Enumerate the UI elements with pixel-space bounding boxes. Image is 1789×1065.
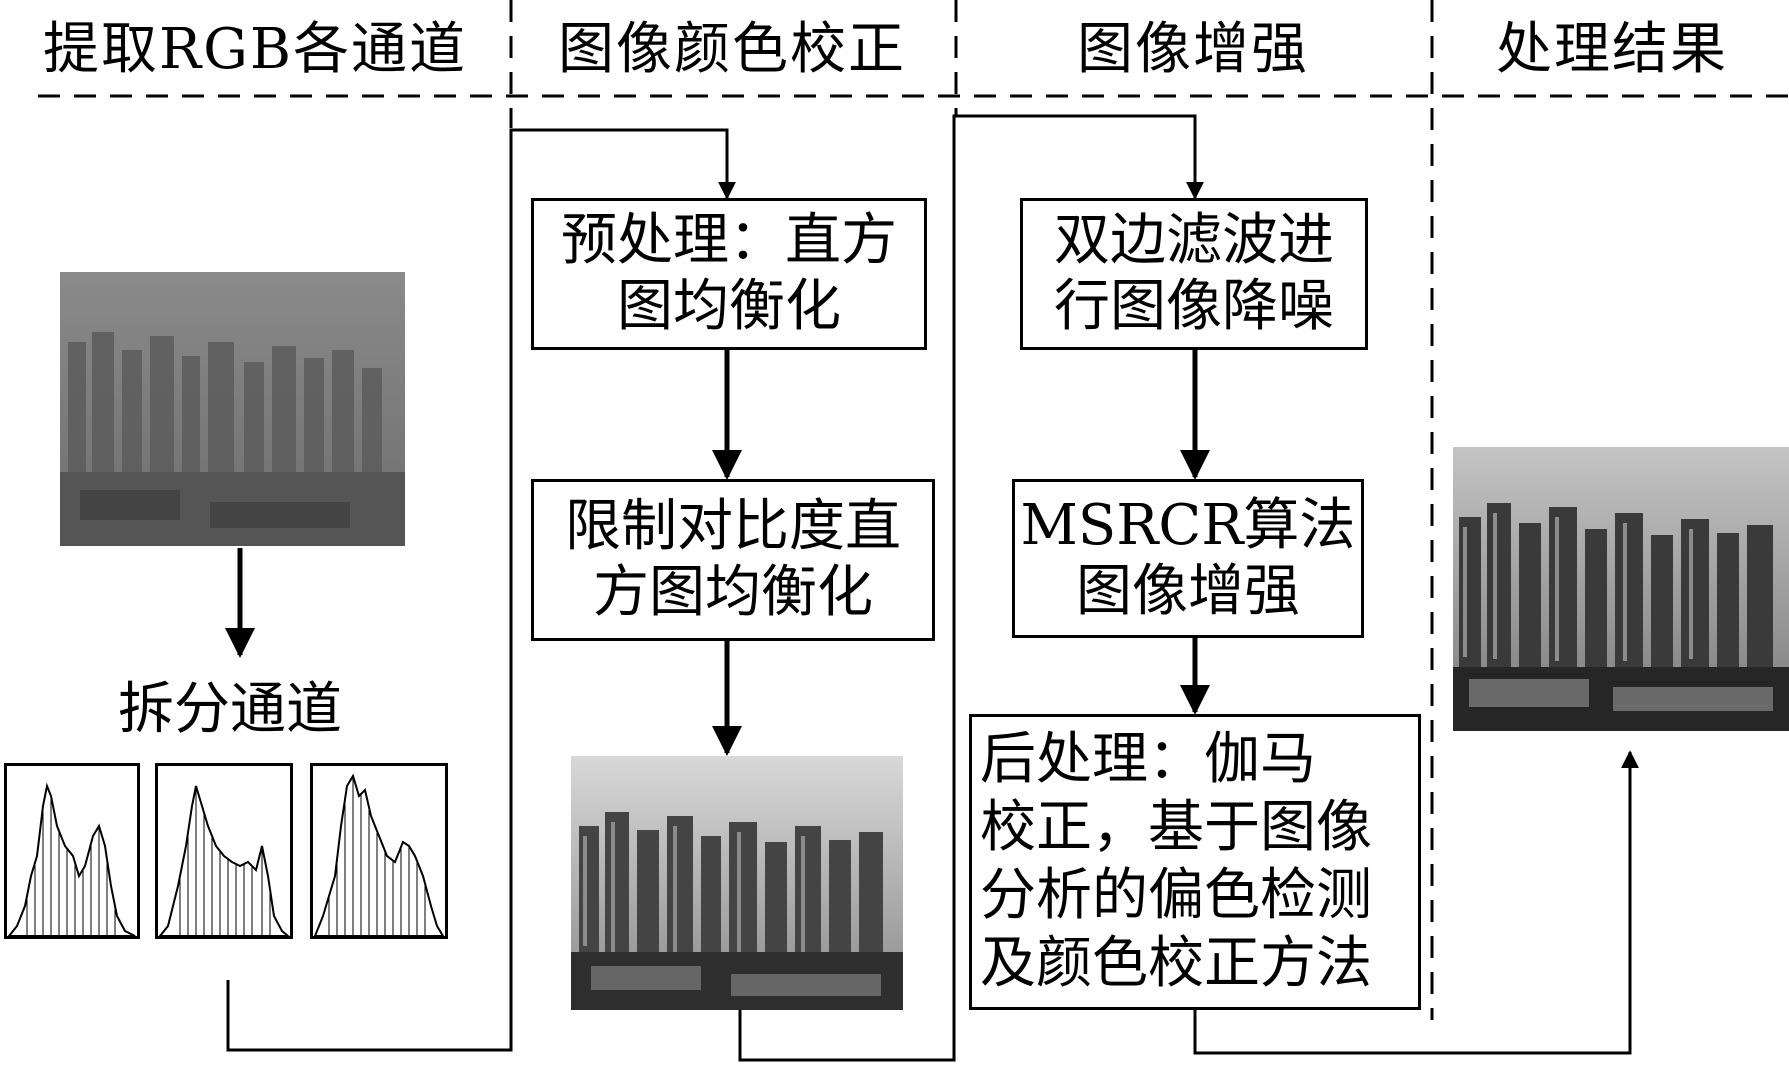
- histogram-red: [4, 763, 140, 939]
- clahe-box: 限制对比度直 方图均衡化: [531, 479, 935, 641]
- split-channels-label: 拆分通道: [118, 677, 342, 742]
- postprocess-box: 后处理：伽马 校正，基于图像 分析的偏色检测 及颜色校正方法: [969, 714, 1421, 1010]
- histogram-red-plot: [7, 782, 136, 936]
- msrcr-line-2: 图像增强: [1076, 558, 1300, 624]
- connector-postprocess-to-result: [1193, 750, 1639, 1055]
- postprocess-line-1: 后处理：伽马: [980, 727, 1316, 792]
- result-image: [1453, 447, 1789, 731]
- msrcr-box: MSRCR算法 图像增强: [1012, 479, 1364, 638]
- postprocess-line-3: 分析的偏色检测: [980, 863, 1372, 928]
- preprocess-line-1: 预处理：直方: [561, 208, 897, 273]
- bilateral-filter-box: 双边滤波进 行图像降噪: [1020, 198, 1368, 350]
- column-header-enhancement: 图像增强: [1077, 16, 1309, 82]
- clahe-line-2: 方图均衡化: [593, 560, 873, 625]
- histogram-green: [155, 763, 293, 939]
- bilateral-line-1: 双边滤波进: [1054, 208, 1334, 273]
- postprocess-line-4: 及颜色校正方法: [980, 931, 1372, 996]
- column-header-extract: 提取RGB各通道: [42, 16, 468, 82]
- connector-image-to-bilateral: [738, 114, 1204, 1062]
- connector-split-to-preprocess: [226, 128, 736, 1052]
- preprocess-box: 预处理：直方 图均衡化: [531, 198, 927, 350]
- preprocess-line-2: 图均衡化: [617, 274, 841, 339]
- histogram-blue-plot: [313, 773, 445, 936]
- histogram-green-plot: [158, 785, 290, 936]
- corrected-image: [571, 756, 903, 1010]
- bilateral-line-2: 行图像降噪: [1054, 274, 1334, 339]
- column-header-result: 处理结果: [1496, 16, 1728, 82]
- input-image: [60, 272, 405, 546]
- msrcr-line-1: MSRCR算法: [1020, 492, 1356, 558]
- clahe-line-1: 限制对比度直: [565, 494, 901, 559]
- histogram-blue: [310, 763, 448, 939]
- postprocess-line-2: 校正，基于图像: [980, 795, 1372, 860]
- column-header-color-correction: 图像颜色校正: [558, 16, 906, 82]
